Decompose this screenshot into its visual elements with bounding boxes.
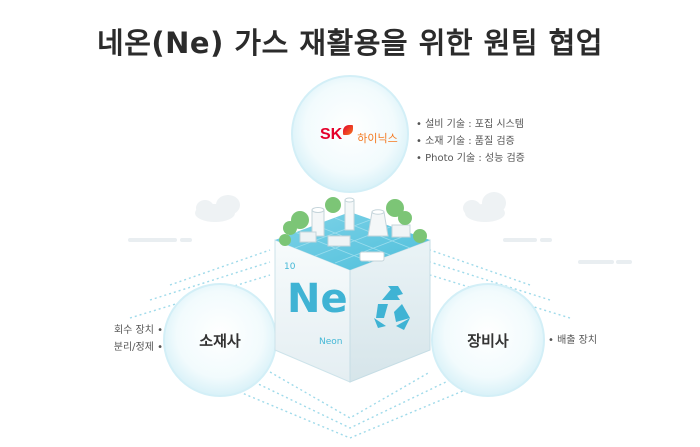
material-company-label: 소재사 bbox=[199, 332, 241, 350]
sk-hynix-tech-list: 설비 기술 : 포집 시스템 소재 기술 : 품질 검증 Photo 기술 : … bbox=[416, 116, 525, 167]
list-item: 설비 기술 : 포집 시스템 bbox=[416, 116, 525, 133]
sk-logo-mark: SK bbox=[320, 126, 343, 143]
element-symbol: Ne bbox=[287, 276, 348, 322]
decorative-dashes bbox=[128, 238, 632, 264]
sk-logo-name: 하이닉스 bbox=[357, 132, 398, 145]
factory-icon bbox=[299, 197, 411, 262]
material-company-list: 회수 장치 분리/정제 bbox=[95, 322, 163, 356]
sk-butterfly-icon bbox=[343, 125, 354, 135]
connection-lines bbox=[129, 249, 571, 439]
element-name: Neon bbox=[319, 337, 343, 347]
page-title: 네온(Ne) 가스 재활용을 위한 원팀 협업 bbox=[97, 26, 603, 60]
cloud-icon bbox=[195, 195, 240, 222]
list-item: 회수 장치 bbox=[95, 322, 163, 339]
sk-hynix-logo: SK 하이닉스 bbox=[320, 120, 430, 150]
element-atomic-number: 10 bbox=[284, 262, 296, 272]
list-item: 배출 장치 bbox=[548, 332, 597, 349]
equipment-company-list: 배출 장치 bbox=[548, 332, 597, 349]
tree-icon bbox=[279, 197, 427, 246]
list-item: 소재 기술 : 품질 검증 bbox=[416, 133, 525, 150]
recycle-icon bbox=[374, 286, 410, 330]
equipment-company-label: 장비사 bbox=[467, 332, 509, 350]
equipment-company-circle bbox=[431, 283, 545, 397]
cloud-icon bbox=[463, 192, 506, 222]
list-item: 분리/정제 bbox=[95, 339, 163, 356]
neon-cube bbox=[274, 197, 431, 383]
list-item: Photo 기술 : 성능 검증 bbox=[416, 150, 525, 167]
